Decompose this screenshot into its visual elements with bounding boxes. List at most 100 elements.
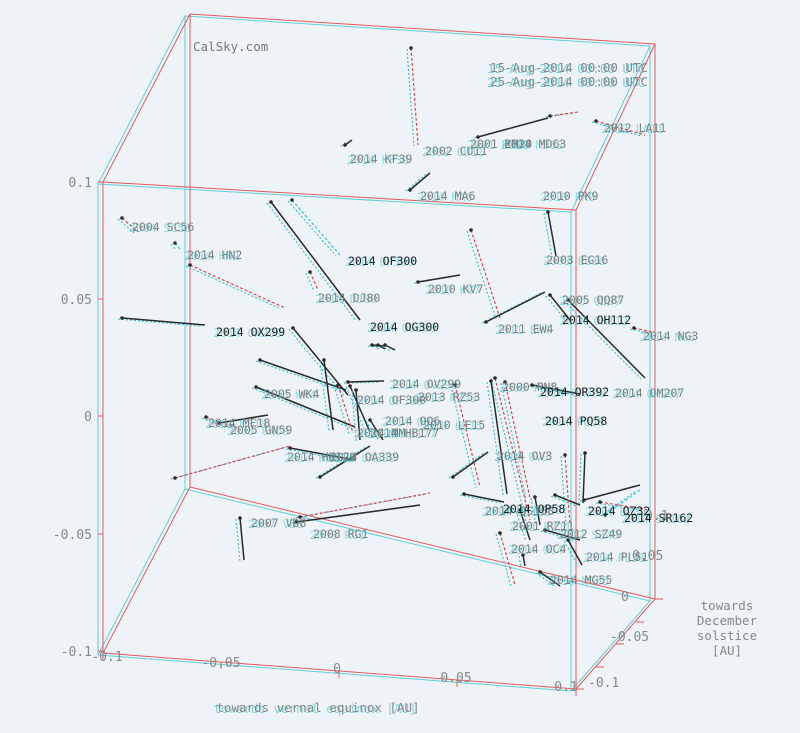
orbit-track-shadow [563,540,579,567]
object-label-shadow: 2014 OF300 [345,255,414,269]
orbit-track-line [255,386,356,428]
object-label-text: 2014 OC4 [511,542,566,556]
orbit-track [560,453,571,527]
orbit-track [406,46,419,147]
y-tick: -0.1 [588,676,619,691]
object-label-text: 2014 SR162 [624,511,693,525]
orbit-track [287,198,341,257]
object-label-text: 2014 OF300 [357,393,426,407]
orbit-track-shadow [351,390,357,442]
object-label-text: 2014 HB177 [370,426,439,440]
y-tick: -0.05 [610,630,649,645]
orbit-track-shadow [481,292,542,324]
orbit-track-line [189,264,286,309]
object-label-shadow: 2014 QS158 [482,505,551,519]
object-label-text: 2005 WK4 [264,387,319,401]
object-label-shadow: 2014 OC4 [508,543,563,557]
object-label-text: 2014 OF300 [348,254,417,268]
orbit-track-shadow [535,572,557,588]
object-position-dot [173,241,177,245]
object-position-dot [408,188,412,192]
object-position-dot [318,475,322,479]
orbit-track-line [289,447,356,461]
orbit-track-line [470,229,501,319]
object-label-text: 2014 OM207 [615,386,684,400]
object-label-text: 2014 PL51 [586,550,648,564]
object-position-dot [348,384,352,388]
orbit-track-line [309,271,319,291]
orbit-track-shadow [406,48,415,147]
orbit-track-shadow [629,328,649,334]
object-position-dot [291,326,295,330]
object-position-dot [594,119,598,123]
object-label-text: 2014 OA339 [330,450,399,464]
orbit-track-shadow [486,381,504,496]
object-position-dot [354,388,358,392]
object-label-shadow: 2014 HB177 [367,427,436,441]
orbit-track [170,445,291,480]
object-label-shadow: 2005 GN59 [227,424,289,438]
object-label-shadow: 2014 OZ32 [585,505,647,519]
object-position-dot [290,198,294,202]
orbit-track-line [583,484,641,501]
orbit-track-line [347,380,385,383]
x-tick: 0 [333,662,341,677]
orbit-track [515,508,531,542]
orbit-track-line [369,419,384,441]
object-label-text: 2014 OH112 [562,313,631,327]
orbit-track-shadow [117,218,135,234]
object-label-shadow: 2014 OV3 [494,450,549,464]
object-label-text: 2014 OG300 [370,320,439,334]
object-label-shadow: 2012 LA11 [601,122,663,136]
object-label-shadow: 2014 HK129 [284,451,353,465]
y-axis-title-line2: December [697,613,758,628]
orbit-track [365,418,384,442]
object-label-shadow: 2014 MF18 [205,417,267,431]
orbit-track [481,291,546,324]
object-position-dot [530,383,534,387]
object-position-dot [538,570,542,574]
orbit-track-line [544,529,581,541]
z-axis-ticks: 0.1 0.05 0 -0.05 -0.1 [53,176,92,660]
date-start: 15-Aug-2014 00:00 UTC [490,60,648,75]
orbit-track-shadow [600,490,637,517]
orbit-track [466,228,501,320]
orbit-track-shadow [578,453,582,505]
object-label-text: 2004 SC56 [132,220,194,234]
orbit-track-shadow [170,243,177,251]
object-label-shadow: 2014 OF300 [354,394,423,408]
orbit-track-line [299,492,431,518]
orbit-track [535,570,561,588]
object-label-shadow: 2005 QQ87 [559,294,621,308]
object-position-dot [533,495,537,499]
object-label-text: 2000 PN8 [502,380,557,394]
orbit-track-line [349,385,371,433]
orbit-track [340,139,353,147]
object-label-shadow: 2014 OA339 [327,451,396,465]
orbit-track [629,326,653,334]
orbit-track-line [218,414,269,424]
orbit-track-line [270,201,361,321]
object-label-text: 2014 MF18 [208,416,270,430]
object-label-shadow: 2013 RZ53 [415,391,477,405]
object-position-dot [503,380,507,384]
object-position-dot [238,516,242,520]
orbit-track-line [463,493,505,503]
orbit-track-line [295,504,421,523]
orbit-track-shadow [285,448,352,462]
orbit-track [591,119,646,137]
orbit-track [343,380,385,384]
orbit-track-shadow [518,555,522,568]
object-label-shadow: 2014 OM207 [612,387,681,401]
orbit-track-line [239,517,245,561]
